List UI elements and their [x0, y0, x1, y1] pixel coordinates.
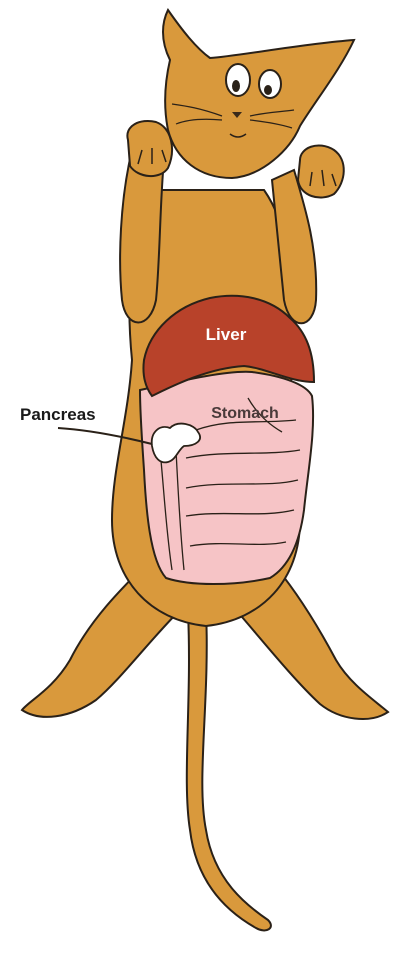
cat-tail [187, 610, 271, 930]
stomach-label: Stomach [211, 405, 279, 422]
liver-label: Liver [206, 325, 247, 344]
right-paw [298, 145, 344, 197]
left-eye [226, 64, 250, 96]
pancreas-label: Pancreas [20, 405, 96, 424]
stomach [140, 372, 313, 584]
right-eye [259, 70, 281, 98]
left-paw [127, 121, 172, 176]
